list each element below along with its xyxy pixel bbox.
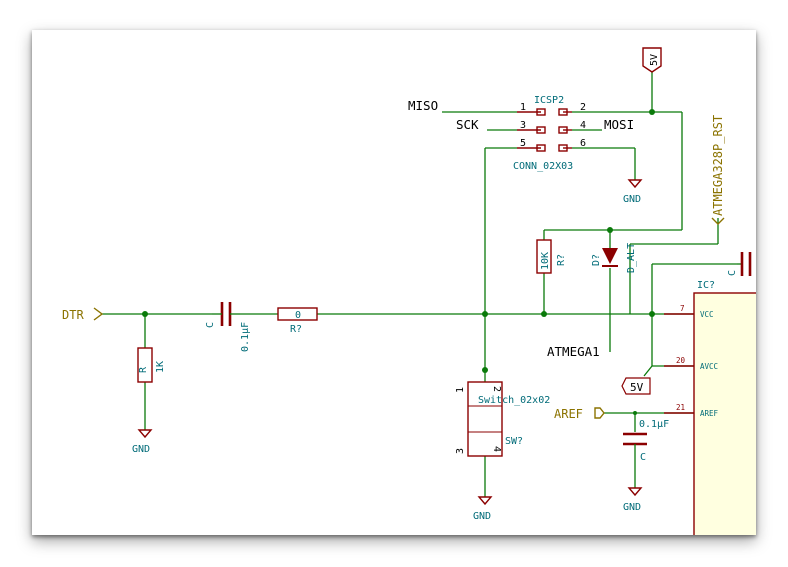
switch-value: Switch_02x02: [478, 395, 550, 406]
gnd-symbol-switch: GND: [473, 496, 493, 522]
icsp-pin-2: 2: [580, 102, 586, 113]
junction-dot: [541, 311, 547, 317]
icsp-value: CONN_02X03: [513, 161, 573, 172]
net-sck: SCK: [456, 117, 479, 132]
junction-dot: [649, 311, 655, 317]
net-atmega1: ATMEGA1: [547, 344, 600, 359]
power-5v-top-text: 5V: [649, 54, 660, 66]
icsp-connector: ICSP2 1 2 3 4 5 6 CONN_02X03: [513, 95, 586, 172]
switch-pin-1: 1: [455, 387, 466, 393]
label-aref: AREF: [554, 407, 605, 421]
c-dtr-value: 0.1µF: [240, 322, 251, 352]
resistor-1k: R 1K: [137, 347, 166, 383]
icsp-pin-4: 4: [580, 120, 586, 131]
junction-dot: [482, 367, 488, 373]
ic: IC? 7 20 21 VCC AVCC AREF: [664, 280, 756, 535]
net-miso: MISO: [408, 98, 438, 113]
gnd-symbol: GND: [132, 429, 153, 455]
label-atmega328p-rst: ATMEGA328P_RST: [711, 115, 725, 225]
diode: D? D_ALT: [591, 243, 637, 273]
label-aref-text: AREF: [554, 407, 583, 421]
r-10k-ref: R?: [556, 254, 567, 266]
c-aref-value: 0.1µF: [639, 419, 669, 430]
capacitor-top: C: [727, 252, 752, 276]
junction-dot: [607, 227, 613, 233]
capacitor-aref: 0.1µF C: [623, 419, 669, 463]
r-10k-value: 10K: [540, 252, 551, 270]
switch-pin-4: 4: [491, 446, 502, 452]
ic-pin-aref: AREF: [700, 409, 719, 418]
net-mosi: MOSI: [604, 117, 634, 132]
schematic-svg: DTR R 1K GND C 0.1µF 0 R? ICSP2: [62, 47, 756, 535]
gnd-symbol-icsp: GND: [623, 179, 643, 205]
switch-pin-3: 3: [455, 448, 466, 454]
r-series-value: 0: [295, 310, 301, 321]
gnd-symbol-aref: GND: [623, 487, 643, 513]
junction-dot: [633, 411, 637, 415]
gnd-label-icsp: GND: [623, 194, 641, 205]
r-1k-value: 1K: [155, 361, 166, 373]
icsp-pin-5: 5: [520, 138, 526, 149]
diode-ref: D?: [591, 254, 602, 266]
power-5v-mid: 5V: [621, 377, 651, 395]
ic-ref: IC?: [697, 280, 715, 291]
icsp-pin-1: 1: [520, 102, 526, 113]
c-dtr-ref: C: [205, 322, 216, 328]
switch-pin-2: 2: [491, 386, 502, 392]
switch: 1 2 3 4 Switch_02x02 SW?: [455, 381, 550, 457]
icsp-ref: ICSP2: [534, 95, 564, 106]
ic-pin-20-num: 20: [676, 356, 686, 365]
wires: [102, 72, 737, 497]
ic-pin-avcc: AVCC: [700, 362, 718, 371]
junction-dot: [649, 109, 655, 115]
r-1k-ref: R: [138, 366, 149, 373]
resistor-series: 0 R?: [277, 307, 318, 335]
junction-dot: [142, 311, 148, 317]
icsp-pin-3: 3: [520, 120, 526, 131]
switch-ref: SW?: [505, 436, 523, 447]
label-atmega328p-rst-text: ATMEGA328P_RST: [711, 115, 725, 216]
ic-pin-vcc: VCC: [700, 310, 714, 319]
resistor-10k: 10K R?: [536, 239, 567, 274]
junctions: [142, 109, 655, 415]
label-dtr-text: DTR: [62, 308, 84, 322]
r-series-ref: R?: [290, 324, 302, 335]
power-5v-top: 5V: [642, 47, 662, 73]
gnd-label: GND: [132, 444, 150, 455]
ic-pin-21-num: 21: [676, 403, 685, 412]
schematic-canvas: DTR R 1K GND C 0.1µF 0 R? ICSP2: [32, 30, 756, 535]
gnd-label-aref: GND: [623, 502, 641, 513]
gnd-label-switch: GND: [473, 511, 491, 522]
power-5v-mid-text: 5V: [630, 381, 644, 394]
diode-value: D_ALT: [626, 243, 637, 273]
c-aref-ref: C: [640, 452, 646, 463]
icsp-pin-6: 6: [580, 138, 586, 149]
c-top-ref: C: [727, 270, 738, 276]
capacitor-dtr: C 0.1µF: [205, 302, 251, 352]
junction-dot: [482, 311, 488, 317]
label-dtr: DTR: [62, 307, 104, 322]
ic-pin-7-num: 7: [680, 304, 685, 313]
